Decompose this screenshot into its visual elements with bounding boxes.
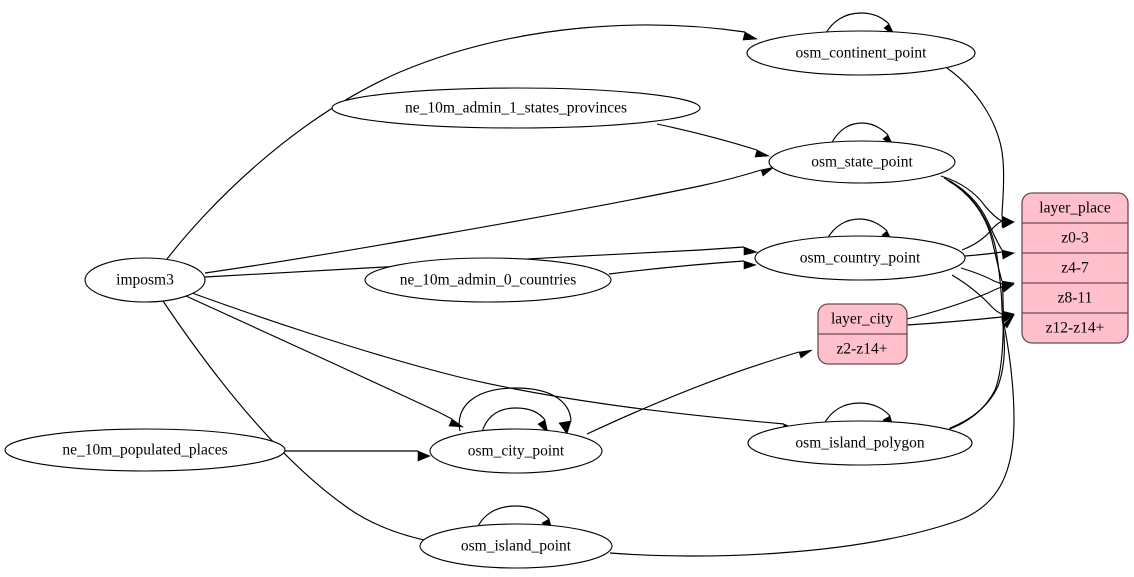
node-layer-city[interactable]: layer_city z2-z14+: [817, 303, 908, 365]
node-osm-island-polygon[interactable]: osm_island_polygon: [747, 420, 973, 466]
node-osm-state-point[interactable]: osm_state_point: [768, 140, 956, 184]
edge-osm-state-point-to-layer-place-z8-11: [946, 179, 1015, 290]
edge-osm-city-point-to-layer-city: [586, 349, 813, 435]
edge-imposm3-to-osm-country-point: [204, 246, 759, 278]
edge-imposm3-to-osm-island-point: [162, 300, 448, 550]
node-layer-place[interactable]: layer_place z0-3 z4-7 z8-11 z12-z14+: [1021, 192, 1129, 344]
edge-ne-populated-to-osm-city-point: [285, 450, 431, 462]
node-osm-island-polygon-label: osm_island_polygon: [795, 435, 924, 452]
node-imposm3-label: imposm3: [116, 272, 174, 289]
node-osm-country-point[interactable]: osm_country_point: [754, 235, 966, 281]
node-ne-10m-populated-places-label: ne_10m_populated_places: [62, 442, 227, 459]
edge-osm-country-point-to-layer-place-z4-7: [964, 251, 1016, 260]
edge-self-loop-outer-osm-city-point: [458, 387, 572, 435]
node-layer: imposm3 ne_10m_admin_1_states_provinces …: [4, 30, 1129, 569]
node-osm-country-point-label: osm_country_point: [800, 250, 921, 267]
edge-layer-city-to-layer-place-z12-z14: [906, 314, 1015, 326]
node-osm-city-point-label: osm_city_point: [468, 443, 565, 460]
node-osm-island-point[interactable]: osm_island_point: [419, 523, 613, 569]
node-ne-10m-admin-1-states-provinces-label: ne_10m_admin_1_states_provinces: [405, 100, 627, 117]
node-ne-10m-admin-1-states-provinces[interactable]: ne_10m_admin_1_states_provinces: [331, 87, 701, 129]
node-osm-continent-point[interactable]: osm_continent_point: [746, 30, 976, 76]
node-ne-10m-admin-0-countries[interactable]: ne_10m_admin_0_countries: [364, 257, 612, 303]
edge-imposm3-to-osm-island-polygon: [191, 292, 798, 432]
node-osm-state-point-label: osm_state_point: [811, 154, 913, 171]
edge-ne-countries-to-osm-country-point: [608, 260, 757, 275]
layer-city-row-z2-z14-label: z2-z14+: [837, 341, 888, 358]
edge-osm-island-point-to-layer-place-z12-z14: [609, 314, 1015, 557]
edge-ne-states-to-osm-state-point: [656, 123, 771, 158]
edge-layer-city-to-layer-place-z8-11: [906, 283, 1015, 320]
edge-osm-country-point-to-layer-place-z0-3: [961, 220, 1016, 251]
node-osm-city-point[interactable]: osm_city_point: [429, 428, 603, 474]
edge-osm-continent-point-to-layer-place-z0-3: [946, 67, 1015, 228]
node-ne-10m-admin-0-countries-label: ne_10m_admin_0_countries: [400, 272, 577, 289]
layer-place-row-z4-7-label: z4-7: [1061, 260, 1089, 277]
layer-place-row-z8-11-label: z8-11: [1058, 290, 1093, 307]
edge-imposm3-to-osm-state-point: [204, 166, 775, 274]
edge-imposm3-to-osm-continent-point: [166, 24, 758, 260]
node-imposm3[interactable]: imposm3: [84, 257, 206, 303]
edge-layer: [162, 12, 1016, 557]
edge-imposm3-to-osm-city-point: [185, 295, 465, 428]
node-ne-10m-populated-places[interactable]: ne_10m_populated_places: [4, 428, 286, 472]
edge-osm-island-polygon-to-layer-place-z12-z14: [949, 314, 1015, 429]
node-osm-island-point-label: osm_island_point: [461, 538, 572, 555]
layer-place-header-label: layer_place: [1039, 200, 1111, 217]
layer-city-header-label: layer_city: [831, 311, 893, 328]
node-osm-continent-point-label: osm_continent_point: [796, 45, 928, 62]
layer-place-row-z12-z14-label: z12-z14+: [1046, 320, 1105, 337]
layer-place-row-z0-3-label: z0-3: [1061, 230, 1089, 247]
